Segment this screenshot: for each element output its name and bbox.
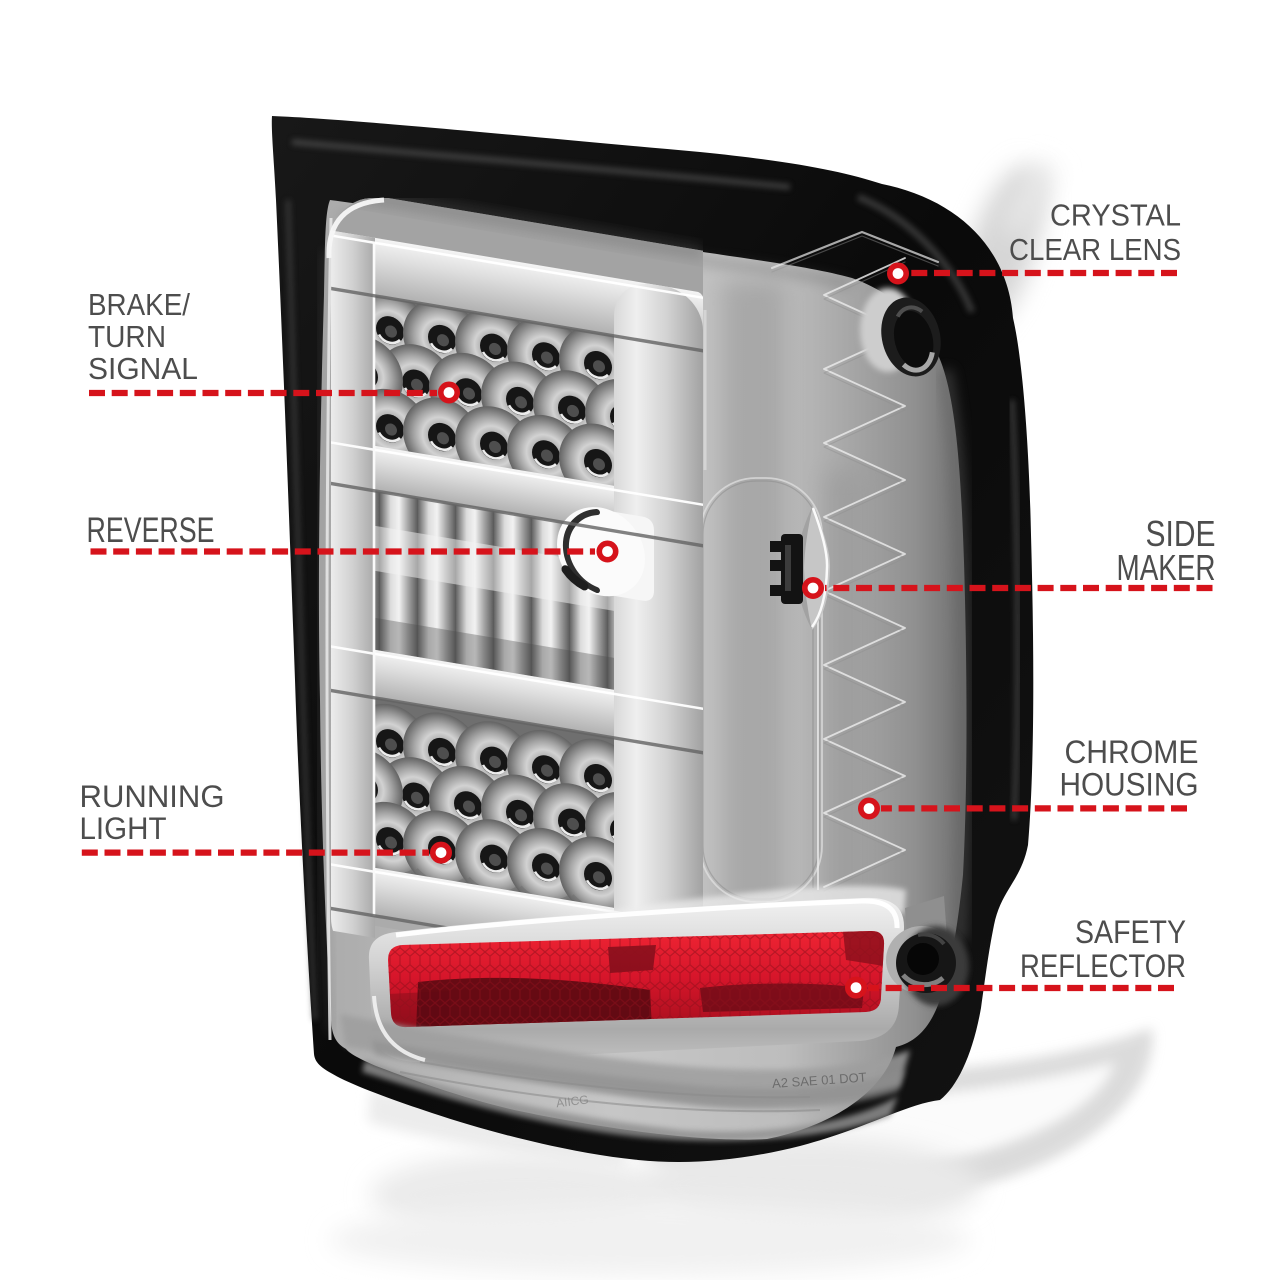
svg-text:TURN: TURN	[88, 319, 166, 354]
svg-text:REFLECTOR: REFLECTOR	[1020, 948, 1186, 984]
svg-text:HOUSING: HOUSING	[1060, 767, 1199, 803]
svg-text:AIICG: AIICG	[555, 1092, 589, 1110]
svg-text:MAKER: MAKER	[1117, 547, 1216, 588]
svg-text:CRYSTAL: CRYSTAL	[1050, 198, 1181, 233]
svg-text:A2 SAE 01 DOT: A2 SAE 01 DOT	[772, 1069, 868, 1091]
svg-text:SAFETY: SAFETY	[1075, 914, 1186, 950]
svg-text:LIGHT: LIGHT	[80, 810, 167, 846]
svg-text:REVERSE: REVERSE	[87, 511, 215, 550]
svg-text:SIDE: SIDE	[1146, 513, 1216, 554]
svg-text:SIGNAL: SIGNAL	[88, 351, 198, 386]
svg-text:RUNNING: RUNNING	[80, 778, 225, 814]
svg-text:CHROME: CHROME	[1065, 734, 1199, 770]
svg-text:BRAKE/: BRAKE/	[88, 287, 190, 322]
svg-text:CLEAR LENS: CLEAR LENS	[1009, 232, 1181, 267]
